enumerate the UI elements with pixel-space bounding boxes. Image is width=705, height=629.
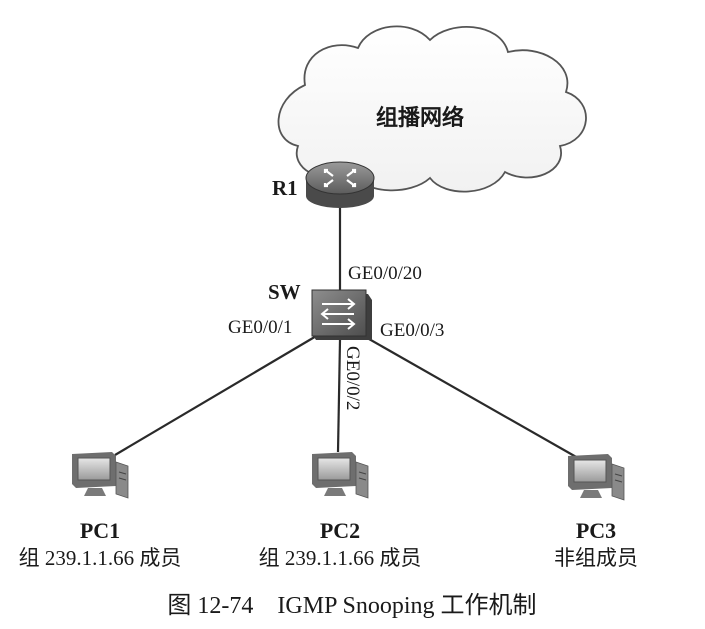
host-desc-pc3: 非组成员: [554, 546, 638, 570]
port-label-pc3: GE0/0/3: [380, 320, 445, 341]
router-icon: [305, 161, 375, 208]
host-name-pc2: PC2: [319, 518, 361, 543]
router-label: R1: [272, 176, 298, 200]
port-label-uplink: GE0/0/20: [348, 263, 422, 284]
host-name-pc3: PC3: [575, 518, 617, 543]
cloud-label: 组播网络: [376, 106, 465, 131]
port-label-pc1: GE0/0/1: [228, 317, 293, 338]
host-desc-pc2: 组 239.1.1.66 成员: [258, 546, 422, 570]
switch-label: SW: [268, 280, 301, 304]
switch-icon: [311, 289, 372, 340]
host-desc-pc1: 组 239.1.1.66 成员: [18, 546, 182, 570]
port-label-pc2: GE0/0/2: [342, 346, 363, 411]
link-sw-pc3: [361, 334, 579, 459]
pc-icon: [568, 454, 625, 501]
link-sw-pc1: [114, 334, 319, 456]
link-sw-pc2: [336, 339, 342, 453]
figure-caption: 图 12-74 IGMP Snooping 工作机制: [167, 593, 537, 619]
pc-icon: [312, 452, 369, 499]
host-name-pc1: PC1: [79, 518, 121, 543]
pc-icon: [72, 452, 129, 499]
network-links: [114, 200, 579, 459]
